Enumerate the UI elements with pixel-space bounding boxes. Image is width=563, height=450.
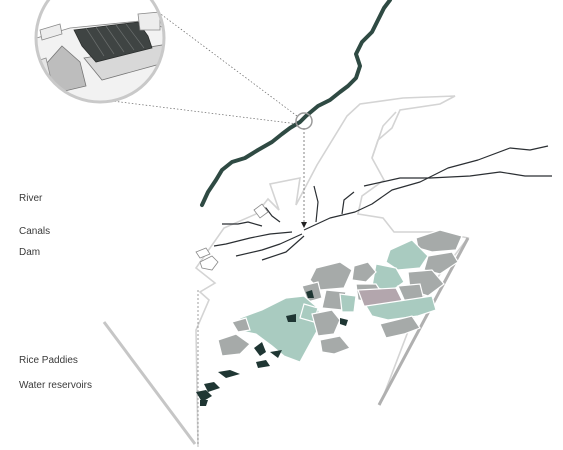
paddy-field	[415, 229, 463, 253]
paddy-field	[371, 263, 405, 293]
label-river: River	[19, 193, 43, 204]
delta-patches	[195, 203, 269, 271]
paddy-field	[423, 251, 459, 275]
reservoir	[270, 350, 282, 358]
paddy-field	[217, 333, 251, 357]
dam-arrow-icon	[301, 222, 307, 228]
zoom-line-top	[149, 5, 298, 117]
paddy-field	[351, 261, 377, 283]
label-water-reservoirs: Water reservoirs	[19, 380, 92, 391]
reservoir	[286, 314, 296, 322]
paddy-field	[385, 239, 429, 271]
rice-paddies	[217, 229, 463, 363]
reservoir	[256, 360, 270, 368]
reservoir	[254, 342, 266, 356]
reservoir	[204, 382, 220, 392]
paddy-field	[339, 293, 357, 313]
river-path	[200, 0, 392, 207]
paddy-field	[309, 261, 353, 291]
left-edge-line	[102, 321, 197, 445]
reservoir	[196, 390, 212, 402]
paddy-field	[365, 295, 437, 321]
paddy-field	[319, 335, 352, 355]
paddy-field	[235, 295, 323, 363]
paddy-field	[379, 315, 421, 339]
dam-detail-inset	[34, 0, 166, 104]
paddy-field	[311, 309, 341, 337]
label-dam: Dam	[19, 247, 41, 258]
zoom-line-bottom	[103, 99, 299, 125]
reservoir	[306, 290, 314, 298]
reservoir	[340, 318, 348, 326]
dam-detail-inset-icon	[36, 11, 164, 102]
reservoir	[218, 370, 240, 378]
reservoir	[200, 400, 208, 406]
dam-location-marker-icon	[295, 112, 313, 130]
paddy-field	[231, 317, 251, 333]
label-canals: Canals	[19, 226, 51, 237]
label-rice-paddies: Rice Paddies	[19, 355, 78, 366]
water-reservoirs	[196, 290, 348, 406]
